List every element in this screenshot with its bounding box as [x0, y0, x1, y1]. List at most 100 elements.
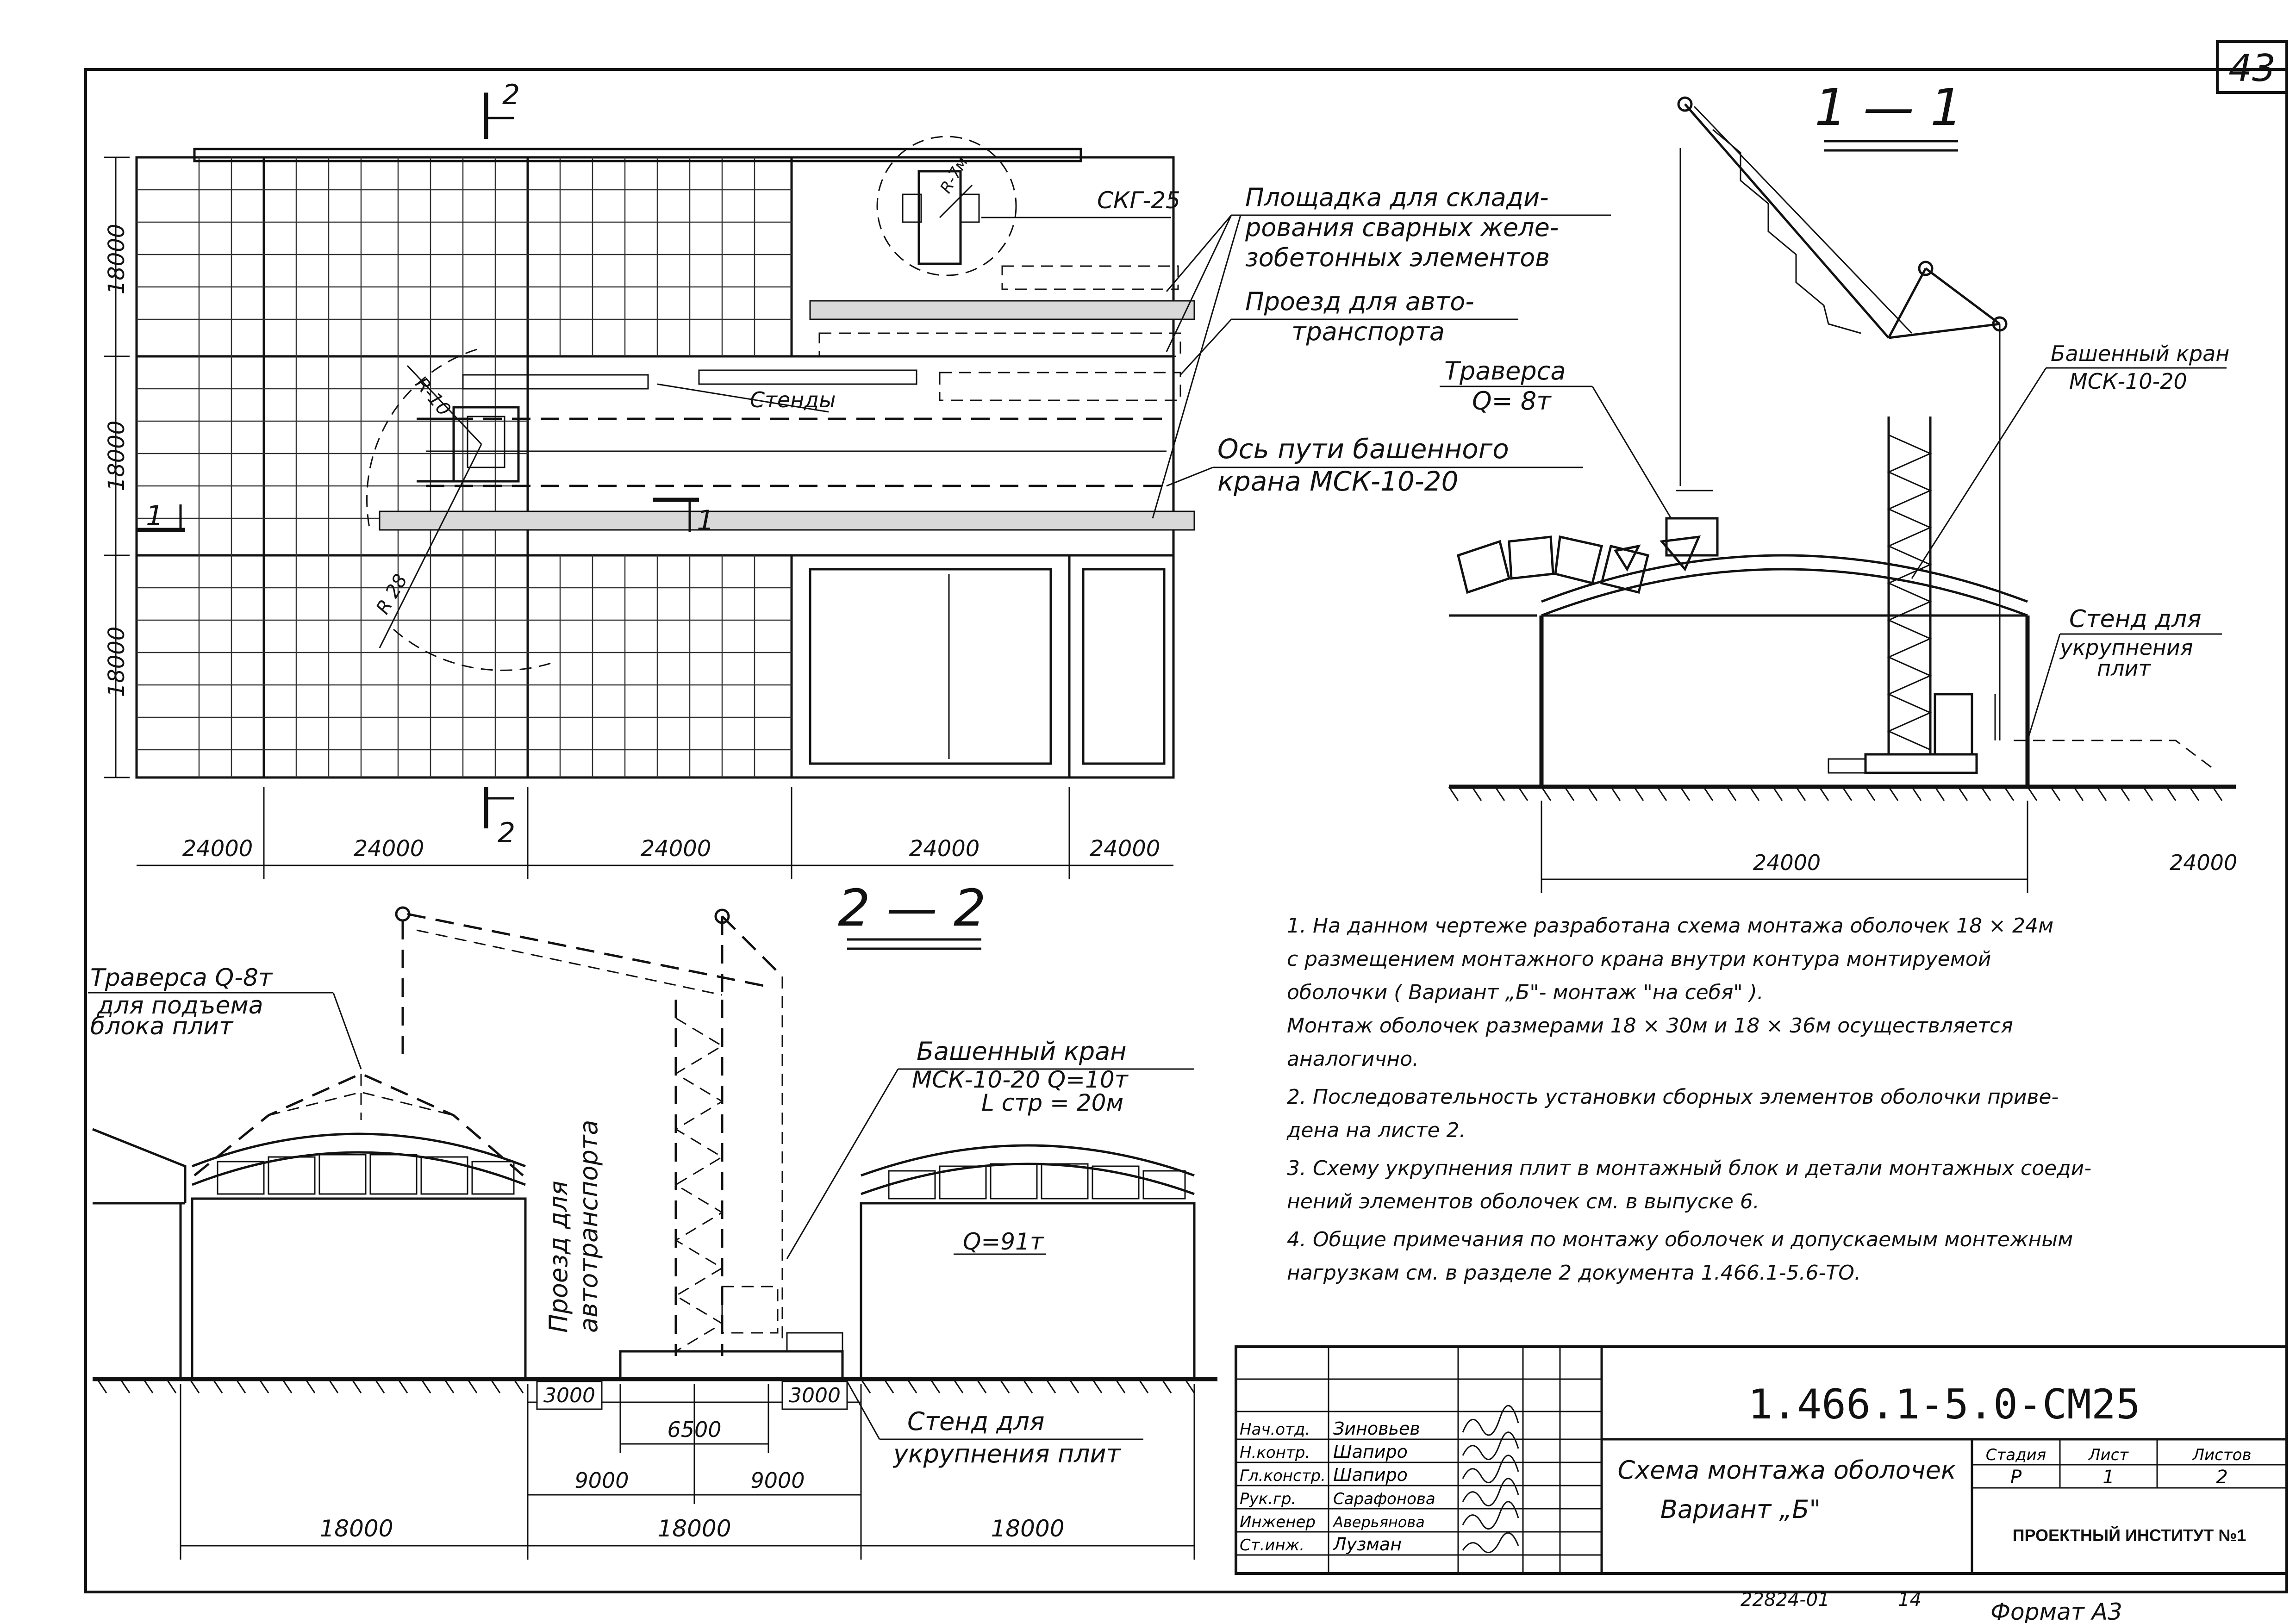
- role-4: Рук.гр.: [1240, 1490, 1296, 1508]
- note-1-l1: На данном чертеже разработана схема монт…: [1312, 914, 2054, 938]
- note-1-l2: с размещением монтажного крана внутри ко…: [1287, 947, 1991, 971]
- callout-track-1: Ось пути башенного: [1217, 433, 1509, 465]
- role-1: Нач.отд.: [1240, 1420, 1310, 1439]
- crane-model-1-1: МСК-10-20: [2069, 369, 2187, 394]
- passage-label-2-2: Проезд для: [544, 1181, 573, 1333]
- section-1-1-title: 1 — 1: [1815, 78, 1963, 137]
- note-4-num: 4.: [1287, 1228, 1306, 1251]
- section-2-2-dim-3000-right: 3000: [789, 1384, 841, 1407]
- section-2-2-dim-9000-right: 9000: [750, 1468, 805, 1493]
- traverse-label-2-2: Траверса Q-8т: [90, 964, 273, 992]
- role-2: Н.контр.: [1240, 1443, 1310, 1462]
- tower-crane-1-1: [1677, 96, 2008, 774]
- callout-track-2: крана МСК-10-20: [1217, 466, 1458, 497]
- role-5: Инженер: [1240, 1513, 1316, 1531]
- callout-passage-1: Проезд для авто-: [1245, 287, 1474, 316]
- stand-label-1-1c: плит: [2097, 656, 2151, 681]
- section-2-2-dim-18000-3: 18000: [991, 1515, 1064, 1542]
- plan-view: 18000 18000 18000 24000 24000 24000 2400…: [104, 79, 1611, 879]
- section-2-2-title: 2 — 2: [838, 878, 986, 938]
- plan-dim-v-3: 18000: [104, 627, 130, 697]
- note-3: 3. Схему укрупнения плит в монтажный бло…: [1287, 1152, 2236, 1219]
- sheet-frame: 43: [84, 40, 2288, 1593]
- stand-label-2-2b: укрупнения плит: [892, 1439, 1122, 1468]
- traverse-load-1-1: Q= 8т: [1472, 386, 1552, 416]
- archive-page: 14: [1898, 1589, 1922, 1611]
- note-2-l2: дена на листе 2.: [1287, 1119, 1466, 1142]
- title-block: Нач.отд. Зиновьев Н.контр. Шапиро Гл.кон…: [1235, 1345, 2288, 1575]
- note-1: 1. На данном чертеже разработана схема м…: [1287, 909, 2236, 1076]
- section-marks: 2 2 1 1: [137, 79, 714, 849]
- role-6: Ст.инж.: [1240, 1536, 1304, 1555]
- stage-header: Стадия: [1986, 1446, 2046, 1464]
- stand-label-1-1: Стенд для: [2069, 605, 2202, 633]
- roof-plates-1-1: [1457, 535, 1701, 594]
- note-4-l2: нагрузкам см. в разделе 2 документа 1.46…: [1287, 1261, 1861, 1285]
- organization: ПРОЕКТНЫЙ ИНСТИТУТ №1: [2013, 1525, 2246, 1545]
- name-3: Шапиро: [1333, 1465, 1408, 1485]
- crane-label-skg25: СКГ-25: [1097, 187, 1180, 214]
- section-1-1-dim-2: 24000: [2170, 850, 2237, 875]
- name-4: Сарафонова: [1333, 1490, 1435, 1508]
- crane-boom-2-2: L стр = 20м: [981, 1089, 1123, 1116]
- crane-model-2-2: МСК-10-20 Q=10т: [912, 1066, 1129, 1093]
- sheet-title-line-2: Вариант „Б": [1660, 1495, 1821, 1524]
- plan-dim-v-1: 18000: [104, 224, 130, 295]
- sheet-title-line-1: Схема монтажа оболочек: [1617, 1455, 1956, 1485]
- traverse-label-1-1: Траверса: [1444, 356, 1566, 386]
- section-mark-1-left: 1: [146, 500, 163, 532]
- section-2-2-dim-3000-left: 3000: [543, 1384, 595, 1407]
- traverse-label-2-2c: блока плит: [90, 1013, 234, 1040]
- plan-dim-v-2: 18000: [104, 421, 130, 491]
- callout-passage-2: транспорта: [1292, 317, 1445, 346]
- section-2-2-dim-18000-2: 18000: [657, 1515, 731, 1542]
- section-1-1-dim-1: 24000: [1753, 850, 1821, 875]
- note-2-l1: Последовательность установки сборных эле…: [1312, 1085, 2059, 1109]
- load-label-2-2: Q=91т: [963, 1228, 1044, 1255]
- section-mark-1-right: 1: [697, 504, 714, 537]
- stand-label-2-2: Стенд для: [907, 1407, 1045, 1436]
- radius-label-10: R-10: [411, 373, 455, 420]
- note-1-l5: аналогично.: [1287, 1047, 1419, 1071]
- sheet-value: 1: [2103, 1467, 2114, 1488]
- role-3: Гл.констр.: [1240, 1467, 1326, 1485]
- name-5: Аверьянова: [1332, 1513, 1425, 1531]
- note-3-l1: Схему укрупнения плит в монтажный блок и…: [1312, 1157, 2092, 1180]
- note-2: 2. Последовательность установки сборных …: [1287, 1081, 2236, 1147]
- callout-storage-2: рования сварных желе-: [1245, 213, 1559, 242]
- plan-dim-h-4: 24000: [909, 836, 980, 862]
- stand-label-1-1b: укрупнения: [2059, 635, 2193, 660]
- note-1-l4: Монтаж оболочек размерами 18 × 30м и 18 …: [1287, 1014, 2013, 1038]
- archive-number: 22824-01: [1741, 1589, 1830, 1611]
- section-2-2: 2 — 2: [88, 878, 1217, 1560]
- tower-crane-plan: [366, 348, 556, 671]
- section-2-2-dim-6500: 6500: [667, 1417, 721, 1442]
- passage-label-2-2b: автотранспорта: [574, 1120, 603, 1333]
- general-notes: 1. На данном чертеже разработана схема м…: [1287, 909, 2236, 1294]
- note-3-num: 3.: [1287, 1157, 1306, 1180]
- signatures: [1462, 1405, 1519, 1553]
- section-2-2-dim-9000-left: 9000: [574, 1468, 629, 1493]
- plan-dim-h-3: 24000: [641, 836, 711, 862]
- note-1-l3: оболочки ( Вариант „Б"- монтаж "на себя"…: [1287, 981, 1764, 1004]
- plan-dim-h-2: 24000: [354, 836, 424, 862]
- traverse-label-2-2b: для подъема: [97, 992, 263, 1020]
- tower-crane-2-2: [395, 906, 844, 1380]
- plan-dim-h-5: 24000: [1090, 836, 1160, 862]
- sheet-header: Лист: [2088, 1446, 2129, 1464]
- stands-label: Стенды: [750, 387, 836, 412]
- sheets-header: Листов: [2191, 1446, 2251, 1464]
- plan-callouts: Площадка для склади- рования сварных жел…: [1152, 183, 1611, 519]
- section-2-2-dim-18000-1: 18000: [319, 1515, 393, 1542]
- note-2-num: 2.: [1287, 1085, 1306, 1109]
- name-1: Зиновьев: [1333, 1418, 1420, 1439]
- doc-code: 1.466.1-5.0-СМ25: [1748, 1380, 2140, 1428]
- skg25-crane-plan: [876, 136, 1017, 276]
- note-4: 4. Общие примечания по монтажу оболочек …: [1287, 1223, 2236, 1290]
- sheets-value: 2: [2216, 1467, 2227, 1488]
- note-1-num: 1.: [1287, 914, 1306, 938]
- note-4-l1: Общие примечания по монтажу оболочек и д…: [1312, 1228, 2073, 1251]
- callout-storage-3: зобетонных элементов: [1245, 243, 1550, 272]
- section-1-1: 1 — 1: [1440, 78, 2237, 893]
- stage-value: Р: [2010, 1467, 2022, 1488]
